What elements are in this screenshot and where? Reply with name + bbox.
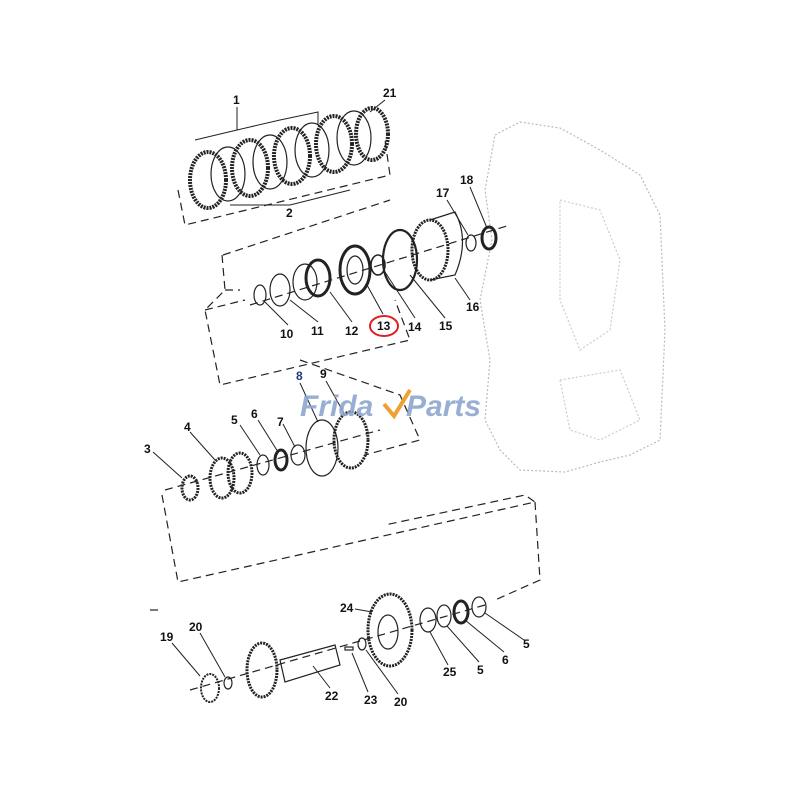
callout-4: 4 — [184, 420, 191, 434]
callout-6: 6 — [502, 653, 509, 667]
callout-2: 2 — [286, 206, 293, 220]
callout-9: 9 — [320, 367, 327, 381]
callout-14: 14 — [408, 320, 422, 334]
part-10 — [253, 284, 267, 306]
part-12 — [292, 258, 332, 301]
callout-18: 18 — [460, 173, 474, 187]
part-7 — [290, 444, 306, 466]
callout-21: 21 — [383, 86, 397, 100]
part-15 — [381, 228, 419, 292]
part-11 — [269, 273, 291, 307]
part-4 — [208, 451, 254, 500]
callout-3: 3 — [144, 442, 151, 456]
callout-24: 24 — [340, 601, 354, 615]
callout-25: 25 — [443, 665, 457, 679]
callout-8: 8 — [296, 369, 303, 383]
callout-15: 15 — [439, 319, 453, 333]
callout-5: 5 — [477, 663, 484, 677]
callout-6: 6 — [251, 407, 258, 421]
callout-11: 11 — [311, 324, 324, 338]
callout-19: 19 — [160, 630, 174, 644]
part-3 — [180, 474, 200, 502]
assembly-brackets — [150, 139, 541, 691]
part-8 — [305, 419, 339, 477]
callout-20: 20 — [189, 620, 203, 634]
callout-20: 20 — [394, 695, 408, 709]
check-mark-icon — [382, 388, 412, 420]
part-24 — [366, 592, 414, 668]
part-25 — [419, 607, 437, 633]
part-22 — [245, 641, 341, 699]
callout-23: 23 — [364, 693, 378, 707]
watermark-text-left: Frida — [300, 390, 373, 423]
callout-5: 5 — [231, 413, 238, 427]
highlight-circle — [369, 315, 399, 337]
part-14 — [370, 254, 386, 276]
part-16 — [410, 211, 464, 282]
part-6 — [273, 448, 289, 472]
leader-lines — [152, 99, 525, 695]
part-5 — [471, 596, 487, 618]
part-20 — [357, 637, 367, 651]
callout-10: 10 — [280, 327, 294, 341]
callout-13: 13 — [377, 319, 391, 333]
part-19 — [200, 673, 220, 703]
callout-17: 17 — [436, 186, 450, 200]
part-9 — [332, 410, 370, 470]
callout-1: 1 — [233, 93, 240, 107]
part-17 — [465, 234, 477, 252]
part-5 — [256, 454, 270, 476]
part-18 — [480, 225, 498, 251]
part-13 — [338, 244, 372, 296]
callout-22: 22 — [325, 689, 339, 703]
part-20 — [223, 676, 233, 690]
part-5 — [436, 604, 452, 628]
part-23 — [344, 646, 354, 651]
callout-12: 12 — [345, 324, 359, 338]
housing-detail — [559, 199, 641, 441]
callout-16: 16 — [466, 300, 480, 314]
transmission-housing — [479, 121, 666, 473]
callout-7: 7 — [277, 415, 284, 429]
callout-5: 5 — [523, 637, 530, 651]
watermark-text-right: Parts — [406, 390, 481, 423]
part-6 — [452, 599, 470, 625]
clutch-pack — [188, 106, 390, 210]
watermark-logo: Frida Parts — [300, 388, 481, 423]
